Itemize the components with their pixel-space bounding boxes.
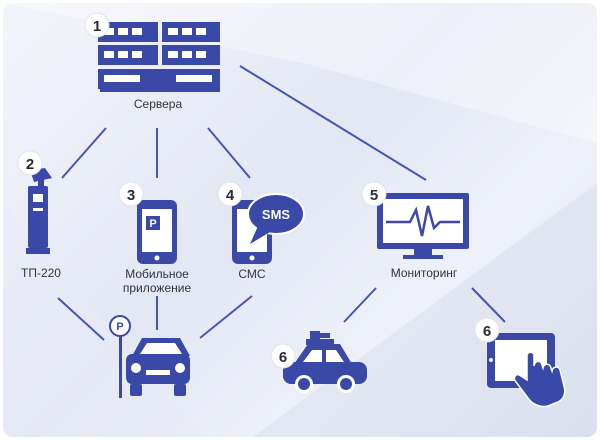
line-servers-monitoring xyxy=(239,65,427,181)
line-servers-terminal xyxy=(61,127,107,179)
parked-car-icon xyxy=(126,338,190,396)
monitor-pulse-icon xyxy=(377,193,469,259)
badge-number: 6 xyxy=(483,323,491,340)
line-sms-car xyxy=(199,295,253,339)
line-monitoring-patrol xyxy=(343,287,377,323)
badge-3: 3 xyxy=(118,181,144,207)
badge-number: 3 xyxy=(127,187,135,204)
badge-number: 4 xyxy=(226,187,235,204)
tablet-touch-icon xyxy=(487,333,566,408)
sms-bubble-text: SMS xyxy=(262,207,291,222)
badge-1: 1 xyxy=(84,12,110,38)
connectors xyxy=(57,65,506,341)
badge-number: 2 xyxy=(26,156,34,173)
parking-sign-text: P xyxy=(116,321,123,333)
parking-terminal-icon xyxy=(26,168,52,254)
badge-number: 6 xyxy=(279,349,287,366)
parking-sign-icon: P xyxy=(109,315,131,398)
badge-5: 5 xyxy=(361,181,387,207)
badge-number: 1 xyxy=(93,18,101,35)
line-terminal-car xyxy=(57,297,105,341)
smartphone-icon: P xyxy=(137,200,177,264)
terminal-label: ТП-220 xyxy=(21,266,61,280)
mobile-app-label-line1: Мобильное xyxy=(125,267,189,281)
monitoring-label: Мониторинг xyxy=(390,266,458,280)
mobile-app-label-line2: приложение xyxy=(122,281,192,295)
mobile-app-label: Мобильное приложение xyxy=(107,267,207,295)
badge-4: 4 xyxy=(217,181,243,207)
line-monitoring-tablet xyxy=(471,287,506,323)
badge-6-patrol: 6 xyxy=(270,343,296,369)
sms-label: СМС xyxy=(238,267,266,281)
sms-phone-icon: SMS xyxy=(232,193,305,264)
app-parking-glyph: P xyxy=(149,218,156,230)
badge-number: 5 xyxy=(370,187,378,204)
server-rack-icon xyxy=(98,22,220,92)
servers-label: Сервера xyxy=(133,97,183,111)
badge-2: 2 xyxy=(17,150,43,176)
line-servers-sms xyxy=(207,127,251,179)
badge-6-tablet: 6 xyxy=(474,317,500,343)
patrol-car-icon xyxy=(283,331,367,393)
